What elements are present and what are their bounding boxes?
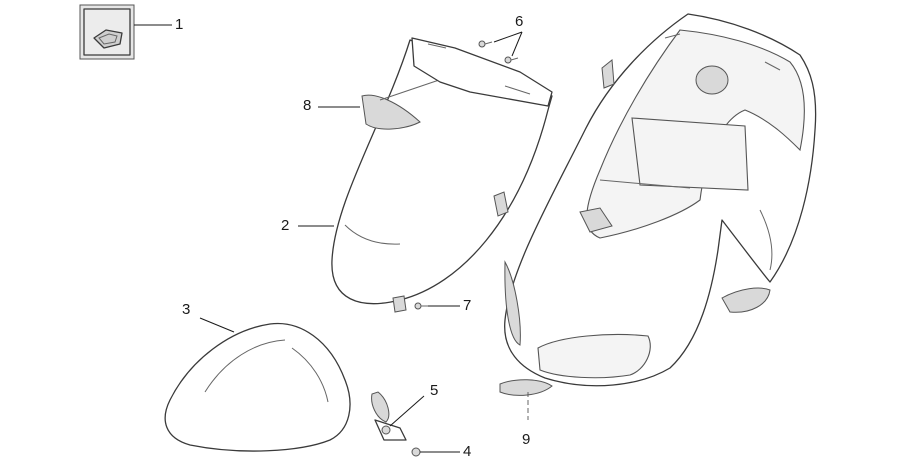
part-5-nut bbox=[381, 395, 425, 435]
part-4-screw bbox=[411, 447, 460, 457]
callout-9: 9 bbox=[522, 431, 531, 448]
part-6-screws bbox=[478, 31, 523, 64]
callout-8: 8 bbox=[303, 97, 312, 114]
part-7-screw bbox=[414, 302, 460, 310]
callout-1: 1 bbox=[175, 16, 184, 33]
upper-bracket bbox=[411, 37, 553, 107]
callout-4: 4 bbox=[463, 443, 472, 460]
part-3-front-mudguard bbox=[164, 317, 407, 452]
part-1-clip-nut bbox=[79, 4, 172, 60]
part-9-lens bbox=[499, 379, 553, 420]
callout-6: 6 bbox=[515, 13, 524, 30]
callout-7: 7 bbox=[463, 297, 472, 314]
callout-3: 3 bbox=[182, 301, 191, 318]
front-shield-body bbox=[504, 13, 817, 387]
callout-2: 2 bbox=[281, 217, 290, 234]
part-8-cover-flap bbox=[318, 77, 446, 130]
callout-5: 5 bbox=[430, 382, 439, 399]
